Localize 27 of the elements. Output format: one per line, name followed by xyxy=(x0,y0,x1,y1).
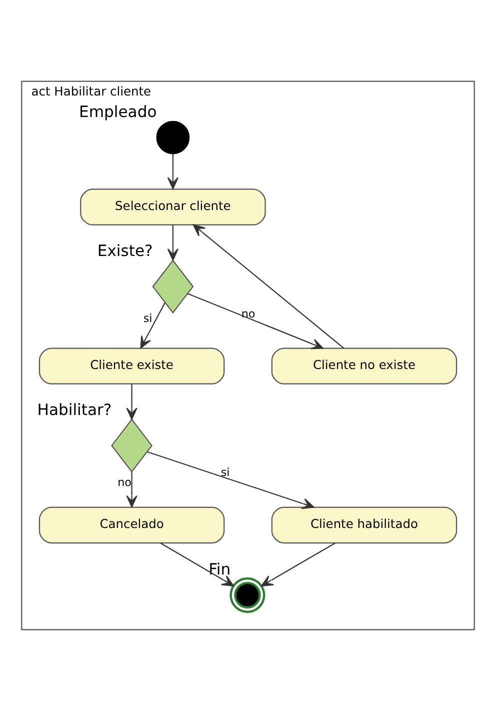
node-diamond xyxy=(152,260,194,314)
node-label: Existe? xyxy=(97,242,153,260)
node-box: Cliente no existe xyxy=(271,348,458,384)
arrow xyxy=(140,302,166,348)
arrow xyxy=(126,472,138,508)
node-label: Habilitar? xyxy=(37,401,112,420)
arrow xyxy=(147,451,314,510)
arrow xyxy=(167,224,178,261)
node-label: Empleado xyxy=(79,103,157,122)
edge-label: no xyxy=(241,308,256,321)
edge-label: si xyxy=(220,466,230,480)
arrow xyxy=(126,384,138,420)
node-label: Fin xyxy=(208,560,231,578)
arrow xyxy=(187,293,324,350)
arrow xyxy=(192,224,344,348)
node-diamond xyxy=(111,418,152,473)
edge-label: si xyxy=(143,312,152,326)
arrow xyxy=(260,542,336,586)
node-box: Cliente habilitado xyxy=(271,506,458,544)
node-box: Cancelado xyxy=(38,506,225,544)
node-box: Seleccionar cliente xyxy=(80,188,266,226)
arrow xyxy=(167,154,178,190)
arrow xyxy=(160,542,234,586)
node-box: Cliente existe xyxy=(38,348,225,384)
node-circle xyxy=(156,120,190,154)
edge-label: no xyxy=(118,476,132,489)
node-circle xyxy=(230,577,266,613)
